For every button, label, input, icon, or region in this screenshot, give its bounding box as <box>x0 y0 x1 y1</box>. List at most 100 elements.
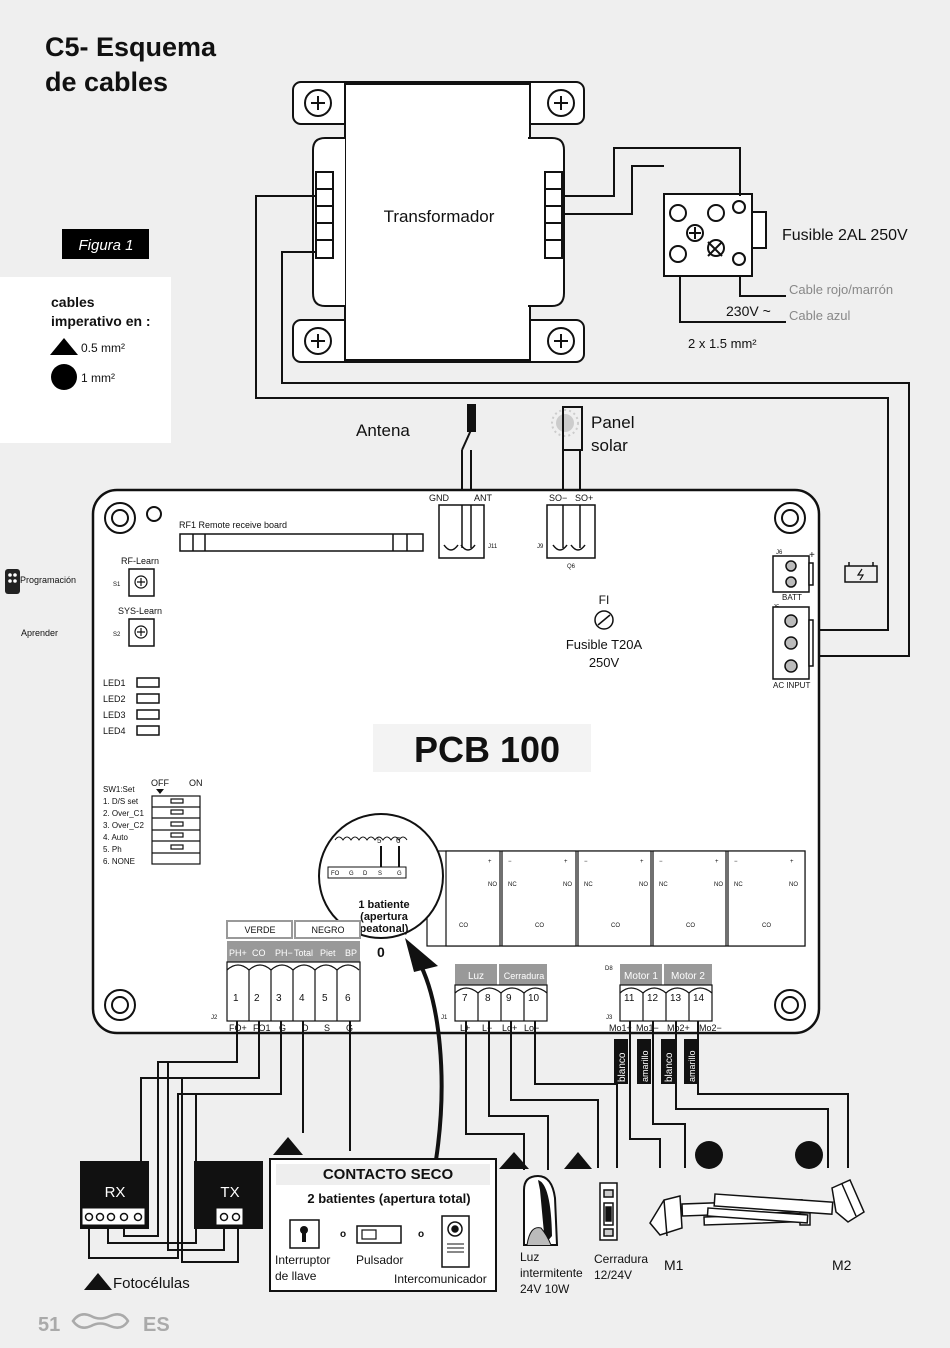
svg-text:13: 13 <box>670 993 682 1004</box>
sw-item-6: 6. NONE <box>103 857 135 866</box>
svg-text:5: 5 <box>322 993 328 1004</box>
svg-text:G: G <box>397 871 402 877</box>
legend-triangle-label: 0.5 mm² <box>81 341 125 355</box>
svg-text:Total: Total <box>294 948 313 958</box>
led2-label: LED2 <box>103 694 126 704</box>
lock-label-2: 12/24V <box>594 1268 632 1282</box>
fi-label: FI <box>599 593 610 607</box>
luz-bar <box>455 964 497 985</box>
zoom-num-6: 6 <box>396 836 401 845</box>
heading-line2: de cables <box>45 67 168 97</box>
sw-item-5: 5. Ph <box>103 845 122 854</box>
motor-m2-icon <box>706 1179 865 1224</box>
svg-text:3: 3 <box>276 993 282 1004</box>
circle-icon <box>695 1141 723 1169</box>
fuse-top-label: Fusible 2AL 250V <box>782 227 908 244</box>
j3-label: J3 <box>606 1015 613 1021</box>
svg-text:NO: NO <box>639 882 648 888</box>
arrow-head-icon <box>405 938 438 972</box>
dry-contact-header <box>276 1164 490 1185</box>
svg-text:12: 12 <box>647 993 659 1004</box>
wire-color-tags: blanco amarillo blanco amarillo <box>614 1039 698 1084</box>
sw-item-4: 4. Auto <box>103 833 128 842</box>
sw-item-2: 2. Over_C1 <box>103 809 144 818</box>
wire-tag-2: amarillo <box>640 1050 650 1082</box>
figure-label: Figura 1 <box>78 237 133 254</box>
rx-label: RX <box>105 1184 126 1201</box>
wire-tag-1: blanco <box>617 1052 628 1082</box>
motor2-bar <box>664 964 712 985</box>
ant-label: ANT <box>474 493 493 503</box>
svg-text:2: 2 <box>254 993 260 1004</box>
svg-text:NO: NO <box>563 882 572 888</box>
luz-label: Luz <box>468 971 484 982</box>
on-label: ON <box>189 778 203 788</box>
legend-title-2: imperativo en : <box>51 313 151 329</box>
sw-item-3: 3. Over_C2 <box>103 821 144 830</box>
svg-text:L−: L− <box>482 1023 492 1033</box>
o-separator-1: o <box>340 1229 346 1240</box>
zoom-edge <box>334 836 408 841</box>
zoom-arrow <box>416 959 444 1161</box>
left-group-labels: PH+ CO PH− Total Piet BP <box>229 948 357 958</box>
fuse-main-label-1: Fusible T20A <box>566 637 643 652</box>
j1-numbers: 7 8 9 10 <box>462 993 540 1004</box>
svg-text:FO: FO <box>331 871 340 877</box>
svg-text:D: D <box>363 871 368 877</box>
j-wires <box>461 505 581 548</box>
m2-label: M2 <box>832 1257 852 1273</box>
solar-label-2: solar <box>591 436 628 455</box>
relay-bank <box>426 850 806 947</box>
ped-line1: 1 batiente <box>358 899 409 911</box>
off-label: OFF <box>151 778 169 788</box>
lock-label-1: Cerradura <box>594 1252 648 1266</box>
pushbutton-icon <box>356 1225 402 1244</box>
svg-text:CO: CO <box>535 923 544 929</box>
cerradura-bar <box>499 964 547 985</box>
circle-icon <box>51 364 77 390</box>
svg-text:−: − <box>659 859 663 865</box>
svg-text:NO: NO <box>789 882 798 888</box>
svg-text:+: + <box>488 859 492 865</box>
svg-text:D: D <box>302 1023 309 1033</box>
triangle-icon <box>50 338 78 355</box>
screw-icon <box>304 89 575 355</box>
ped-line3: peatonal) <box>360 923 409 935</box>
zoom-strip-labels: FO G D S G <box>331 871 402 877</box>
transformer-label: Transformador <box>384 207 495 226</box>
svg-text:S: S <box>378 871 382 877</box>
ped-line2: (apertura <box>360 911 409 923</box>
batt-connector <box>772 555 814 593</box>
pcb-title-box <box>373 724 591 772</box>
zoom-num-5: 5 <box>377 836 382 845</box>
svg-text:CO: CO <box>762 923 771 929</box>
j1-terminal-block <box>454 984 548 1022</box>
svg-text:BP: BP <box>345 948 357 958</box>
s2-label: S2 <box>113 632 121 638</box>
light-label-2: intermitente <box>520 1266 583 1280</box>
j2-terminal-block <box>226 961 361 1022</box>
j2-label: J2 <box>211 1015 218 1021</box>
intercom-label: Intercomunicador <box>394 1272 487 1286</box>
j9-label: J9 <box>537 544 544 550</box>
plus-icon <box>134 625 148 639</box>
j3-numbers: 11 12 13 14 <box>624 993 705 1004</box>
negro-box <box>294 920 361 939</box>
batt-plus: + <box>809 550 815 561</box>
rf1-label: RF1 Remote receive board <box>179 520 287 530</box>
sys-learn-label: SYS-Learn <box>118 606 162 616</box>
sw-title: SW1:Set <box>103 785 135 794</box>
j1-label: J1 <box>441 1015 448 1021</box>
dip-switch[interactable] <box>151 795 201 865</box>
j2-numbers: 1 2 3 4 5 6 <box>233 993 351 1004</box>
svg-text:14: 14 <box>693 993 705 1004</box>
page-number: 51 <box>38 1314 60 1336</box>
svg-text:−: − <box>734 859 738 865</box>
mains-terminal-block <box>663 193 767 277</box>
motor1-label: Motor 1 <box>624 971 658 982</box>
mains-wires <box>255 147 910 657</box>
plus-icon <box>134 575 148 589</box>
m1-label: M1 <box>664 1257 684 1273</box>
